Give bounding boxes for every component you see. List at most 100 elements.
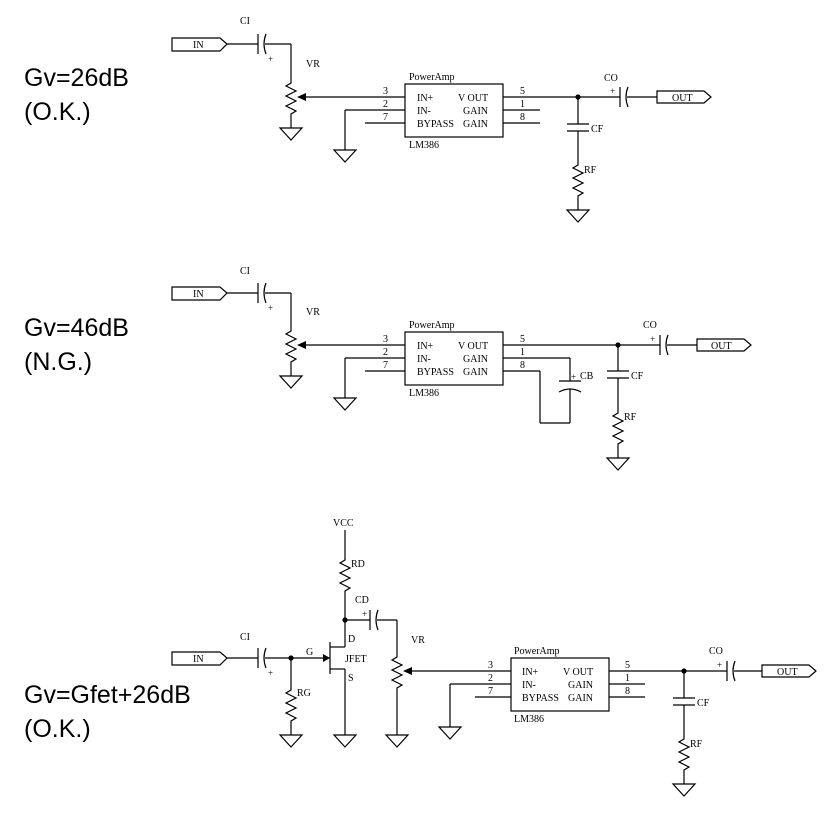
rd-label: RD [351, 559, 365, 570]
pin-label-gain8: GAIN [568, 693, 593, 704]
out-port-label: OUT [711, 341, 732, 352]
circuit-3: IN CI + RG G D JFET S RD [171, 518, 817, 797]
gain-label-3: Gv=Gfet+26dB [24, 681, 191, 709]
pin-1: 1 [625, 673, 630, 684]
co-capacitor [659, 334, 669, 356]
cf-capacitor [567, 123, 589, 132]
in-port [171, 651, 228, 666]
co-label: CO [709, 646, 723, 657]
rf-label: RF [584, 165, 597, 176]
ic-title: PowerAmp [409, 72, 455, 83]
pin-label-gain1: GAIN [568, 680, 593, 691]
vr-potentiometer [285, 77, 306, 119]
in-port [171, 286, 228, 301]
out-port-label: OUT [672, 93, 693, 104]
pin-label-in-plus: IN+ [417, 93, 434, 104]
cf-label: CF [697, 698, 710, 709]
co-label: CO [604, 73, 618, 84]
cb-plus: + [571, 372, 576, 382]
pin-7: 7 [383, 360, 388, 371]
ci-label: CI [240, 266, 250, 277]
ground-icon [279, 724, 303, 748]
pin-label-bypass: BYPASS [522, 693, 559, 704]
pin-7: 7 [488, 686, 493, 697]
pin-label-in-minus: IN- [417, 354, 431, 365]
ic-title: PowerAmp [409, 320, 455, 331]
gain-status-1: (O.K.) [24, 98, 91, 126]
ci-capacitor [257, 33, 267, 55]
ground-icon [333, 139, 357, 163]
out-port [761, 664, 817, 678]
ci-label: CI [240, 16, 250, 27]
pin-label-in-minus: IN- [417, 106, 431, 117]
pin-5: 5 [520, 334, 525, 345]
in-port-label: IN [193, 40, 204, 51]
pin-label-in-plus: IN+ [522, 667, 539, 678]
pin-1: 1 [520, 347, 525, 358]
pin-7: 7 [383, 112, 388, 123]
ci-capacitor [257, 282, 267, 304]
pin-label-gain1: GAIN [463, 106, 488, 117]
in-port-label: IN [193, 654, 204, 665]
out-port-label: OUT [777, 667, 798, 678]
cf-capacitor [673, 697, 695, 706]
rd-resistor [339, 554, 351, 596]
pin-3: 3 [383, 86, 388, 97]
ground-icon [333, 387, 357, 411]
circuit-2: IN CI + VR 3 2 7 PowerAmp LM386 IN+ IN- … [171, 266, 752, 471]
vr-label: VR [411, 635, 425, 646]
pin-2: 2 [383, 347, 388, 358]
jfet-gate-label: G [306, 647, 313, 658]
co-capacitor [726, 660, 736, 682]
out-port [696, 338, 752, 352]
ic-title: PowerAmp [514, 646, 560, 657]
rf-label: RF [690, 739, 703, 750]
pin-label-vout: V OUT [563, 667, 593, 678]
pin-label-vout: V OUT [458, 341, 488, 352]
out-port [656, 90, 712, 104]
cd-plus: + [362, 609, 367, 619]
vr-label: VR [306, 59, 320, 70]
pin-label-gain1: GAIN [463, 354, 488, 365]
pin-5: 5 [520, 86, 525, 97]
pin-3: 3 [488, 660, 493, 671]
ground-icon [672, 773, 696, 797]
jfet-transistor [323, 642, 345, 674]
rg-label: RG [297, 688, 311, 699]
gain-status-3: (O.K.) [24, 715, 91, 743]
co-plus: + [717, 660, 722, 670]
ground-icon [606, 447, 630, 471]
jfet-label: JFET [345, 654, 367, 665]
pin-label-bypass: BYPASS [417, 367, 454, 378]
pin-2: 2 [488, 673, 493, 684]
rg-resistor [285, 684, 297, 726]
pin-label-gain8: GAIN [463, 119, 488, 130]
ic-part: LM386 [514, 714, 544, 725]
ground-icon [566, 199, 590, 223]
gain-label-2: Gv=46dB [24, 314, 129, 342]
pin-label-bypass: BYPASS [417, 119, 454, 130]
ci-plus: + [268, 303, 273, 313]
cb-label: CB [580, 371, 594, 382]
in-port [171, 37, 228, 52]
rf-label: RF [624, 412, 637, 423]
ci-plus: + [268, 668, 273, 678]
in-port-label: IN [193, 289, 204, 300]
pin-label-gain8: GAIN [463, 367, 488, 378]
ground-icon [279, 365, 303, 389]
cf-label: CF [591, 124, 604, 135]
vr-label: VR [306, 307, 320, 318]
pin-1: 1 [520, 99, 525, 110]
ground-icon [438, 716, 462, 740]
rf-resistor [678, 733, 690, 775]
co-plus: + [610, 86, 615, 96]
ic-part: LM386 [409, 388, 439, 399]
gain-label-1: Gv=26dB [24, 64, 129, 92]
pin-8: 8 [520, 112, 525, 123]
jfet-drain-label: D [348, 634, 355, 645]
ground-icon [333, 724, 357, 748]
rf-resistor [572, 159, 584, 201]
pin-8: 8 [625, 686, 630, 697]
circuit-1: IN CI + VR 3 2 7 PowerAmp LM386 IN+ IN- [171, 16, 712, 223]
